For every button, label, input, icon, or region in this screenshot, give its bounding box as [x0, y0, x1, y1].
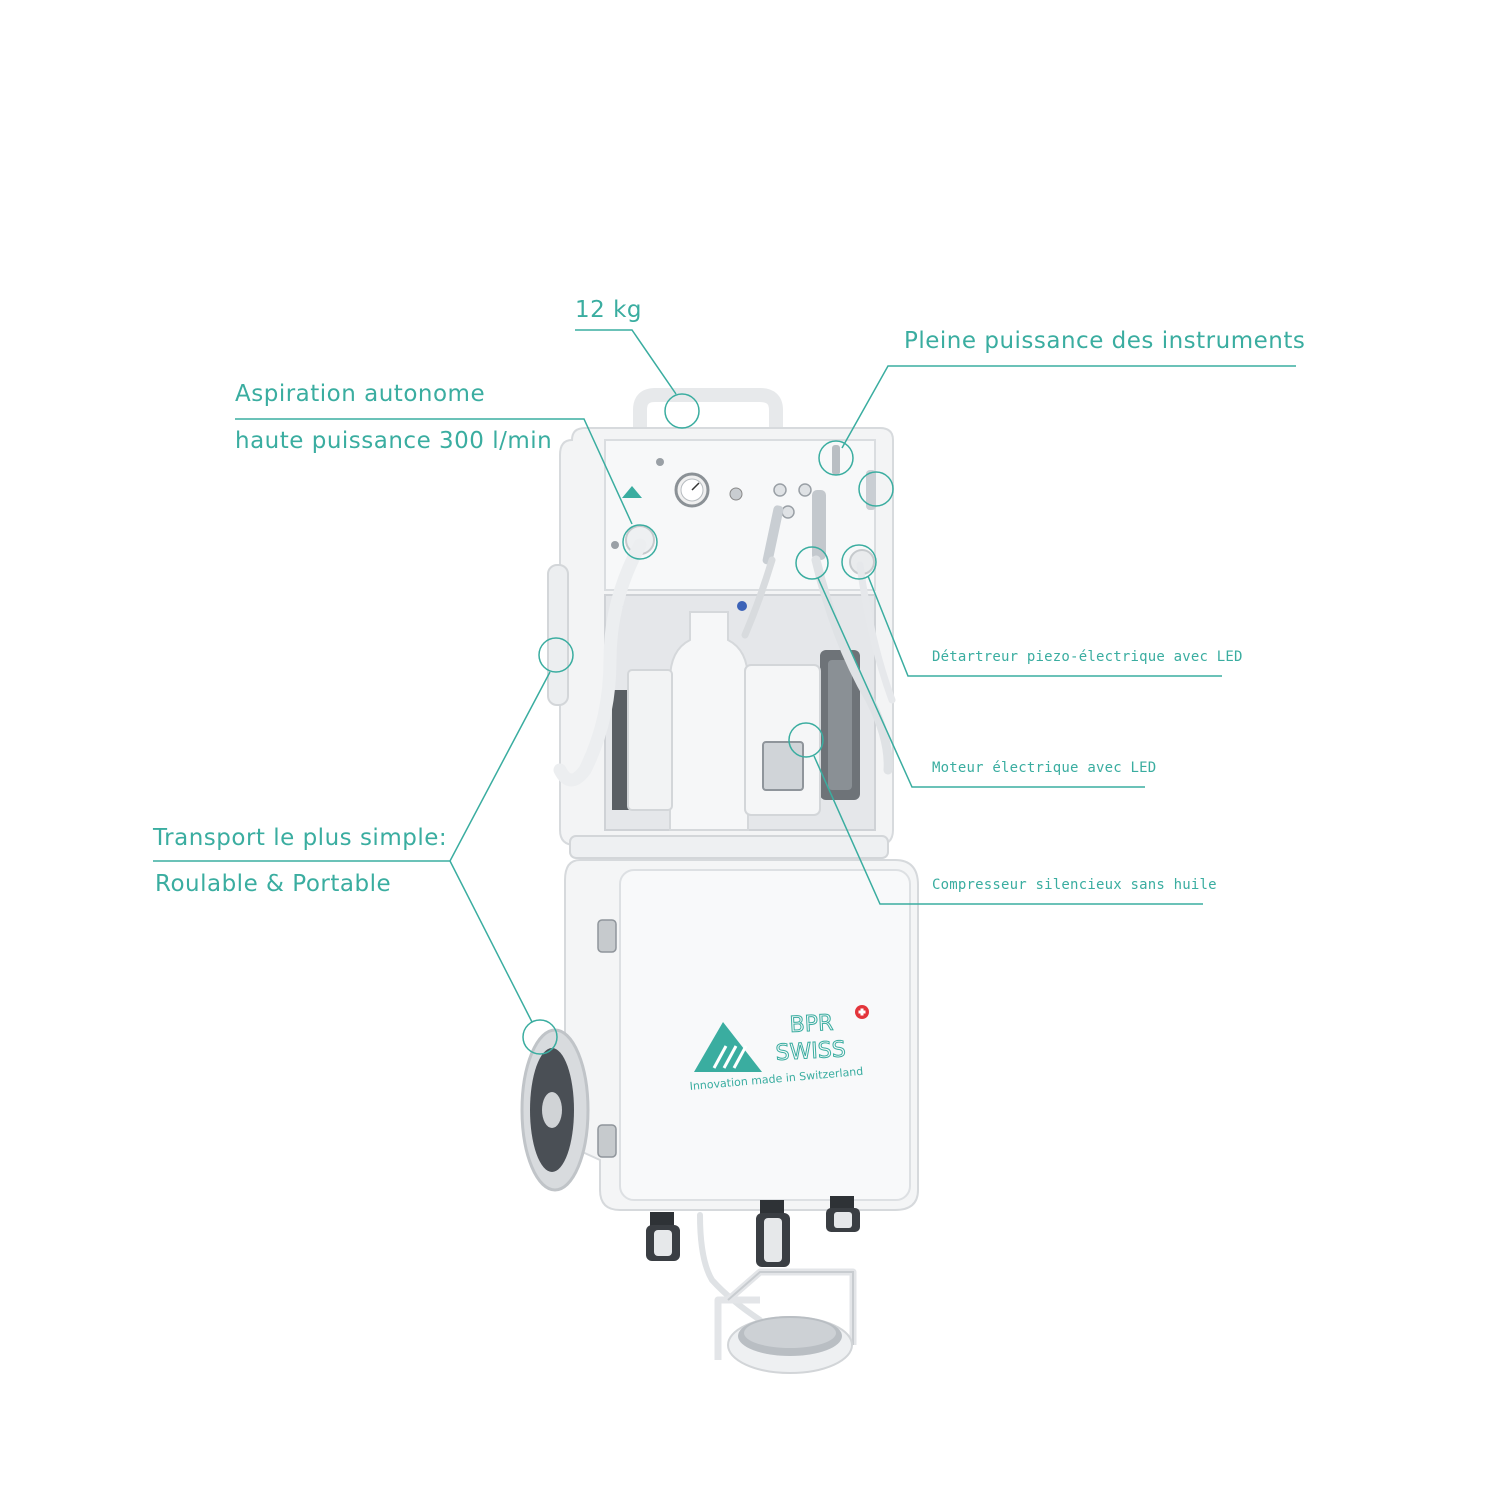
callout-ring-scaler — [841, 544, 877, 580]
brand-name-line2: SWISS — [775, 1037, 846, 1066]
brand-name-line1: BPR — [789, 1011, 834, 1038]
foot-pedal — [714, 1268, 857, 1374]
leader-motor — [817, 577, 1145, 788]
label-instruments: Pleine puissance des instruments — [904, 328, 1306, 354]
callout-ring-aspiration — [622, 524, 658, 560]
label-aspiration-line1: Aspiration autonome — [235, 381, 486, 407]
hinge — [569, 835, 889, 859]
instrument-hose — [856, 561, 896, 704]
callout-leaders — [153, 329, 1296, 1055]
carry-handle — [633, 388, 783, 439]
reservoir — [744, 664, 821, 816]
instrument-hose — [811, 555, 893, 775]
lower-case-front — [619, 869, 911, 1201]
handpiece — [832, 445, 840, 475]
panel-logo — [622, 486, 642, 498]
label-transport-line1: Transport le plus simple: — [153, 825, 448, 851]
display-window — [762, 741, 804, 791]
callout-ring-motor — [795, 546, 829, 580]
brand-logo — [694, 1005, 869, 1072]
label-transport-line2: Roulable & Portable — [155, 871, 392, 897]
panel-knob — [798, 483, 812, 497]
caster-wheel — [756, 1200, 790, 1267]
leader-aspiration — [235, 418, 633, 525]
suction-hose — [553, 538, 647, 787]
label-compressor: Compresseur silencieux sans huile — [932, 877, 1217, 893]
callout-ring-scaler-tip — [858, 471, 894, 507]
label-aspiration-line2: haute puissance 300 l/min — [235, 428, 553, 454]
leader-compressor — [813, 755, 1203, 905]
leader-transport-wheel — [449, 860, 533, 1023]
pedal-cable — [697, 1212, 763, 1323]
leader-instruments — [841, 365, 1296, 449]
side-handle — [547, 564, 569, 706]
panel-knob — [729, 487, 743, 501]
panel-knob — [611, 541, 619, 549]
label-scaler: Détartreur piezo-électrique avec LED — [932, 649, 1243, 665]
label-motor: Moteur électrique avec LED — [932, 760, 1157, 776]
callout-ring-wheel — [522, 1019, 558, 1055]
handpiece — [866, 470, 876, 510]
caster-wheel — [826, 1196, 860, 1232]
leader-scaler — [867, 575, 1222, 677]
rear-wheel — [520, 1028, 590, 1192]
callout-ring-handle — [538, 637, 574, 673]
control-panel — [604, 439, 876, 591]
label-weight: 12 kg — [575, 297, 642, 323]
panel-knob — [773, 483, 787, 497]
callout-ring-weight — [664, 393, 700, 429]
caster-wheel — [646, 1212, 680, 1261]
callout-ring-compressor — [788, 722, 824, 758]
water-bottle — [669, 611, 749, 831]
handpiece — [762, 505, 784, 565]
panel-knob — [656, 458, 664, 466]
handpiece — [812, 490, 826, 560]
instrument-hose — [741, 556, 776, 639]
dental-unit: BPR SWISS Innovation made in Switzerland — [520, 388, 919, 1374]
panel-knob — [781, 505, 795, 519]
callout-ring-instruments — [818, 440, 854, 476]
latch — [597, 919, 617, 953]
leader-weight — [575, 329, 677, 395]
latch — [597, 1124, 617, 1158]
